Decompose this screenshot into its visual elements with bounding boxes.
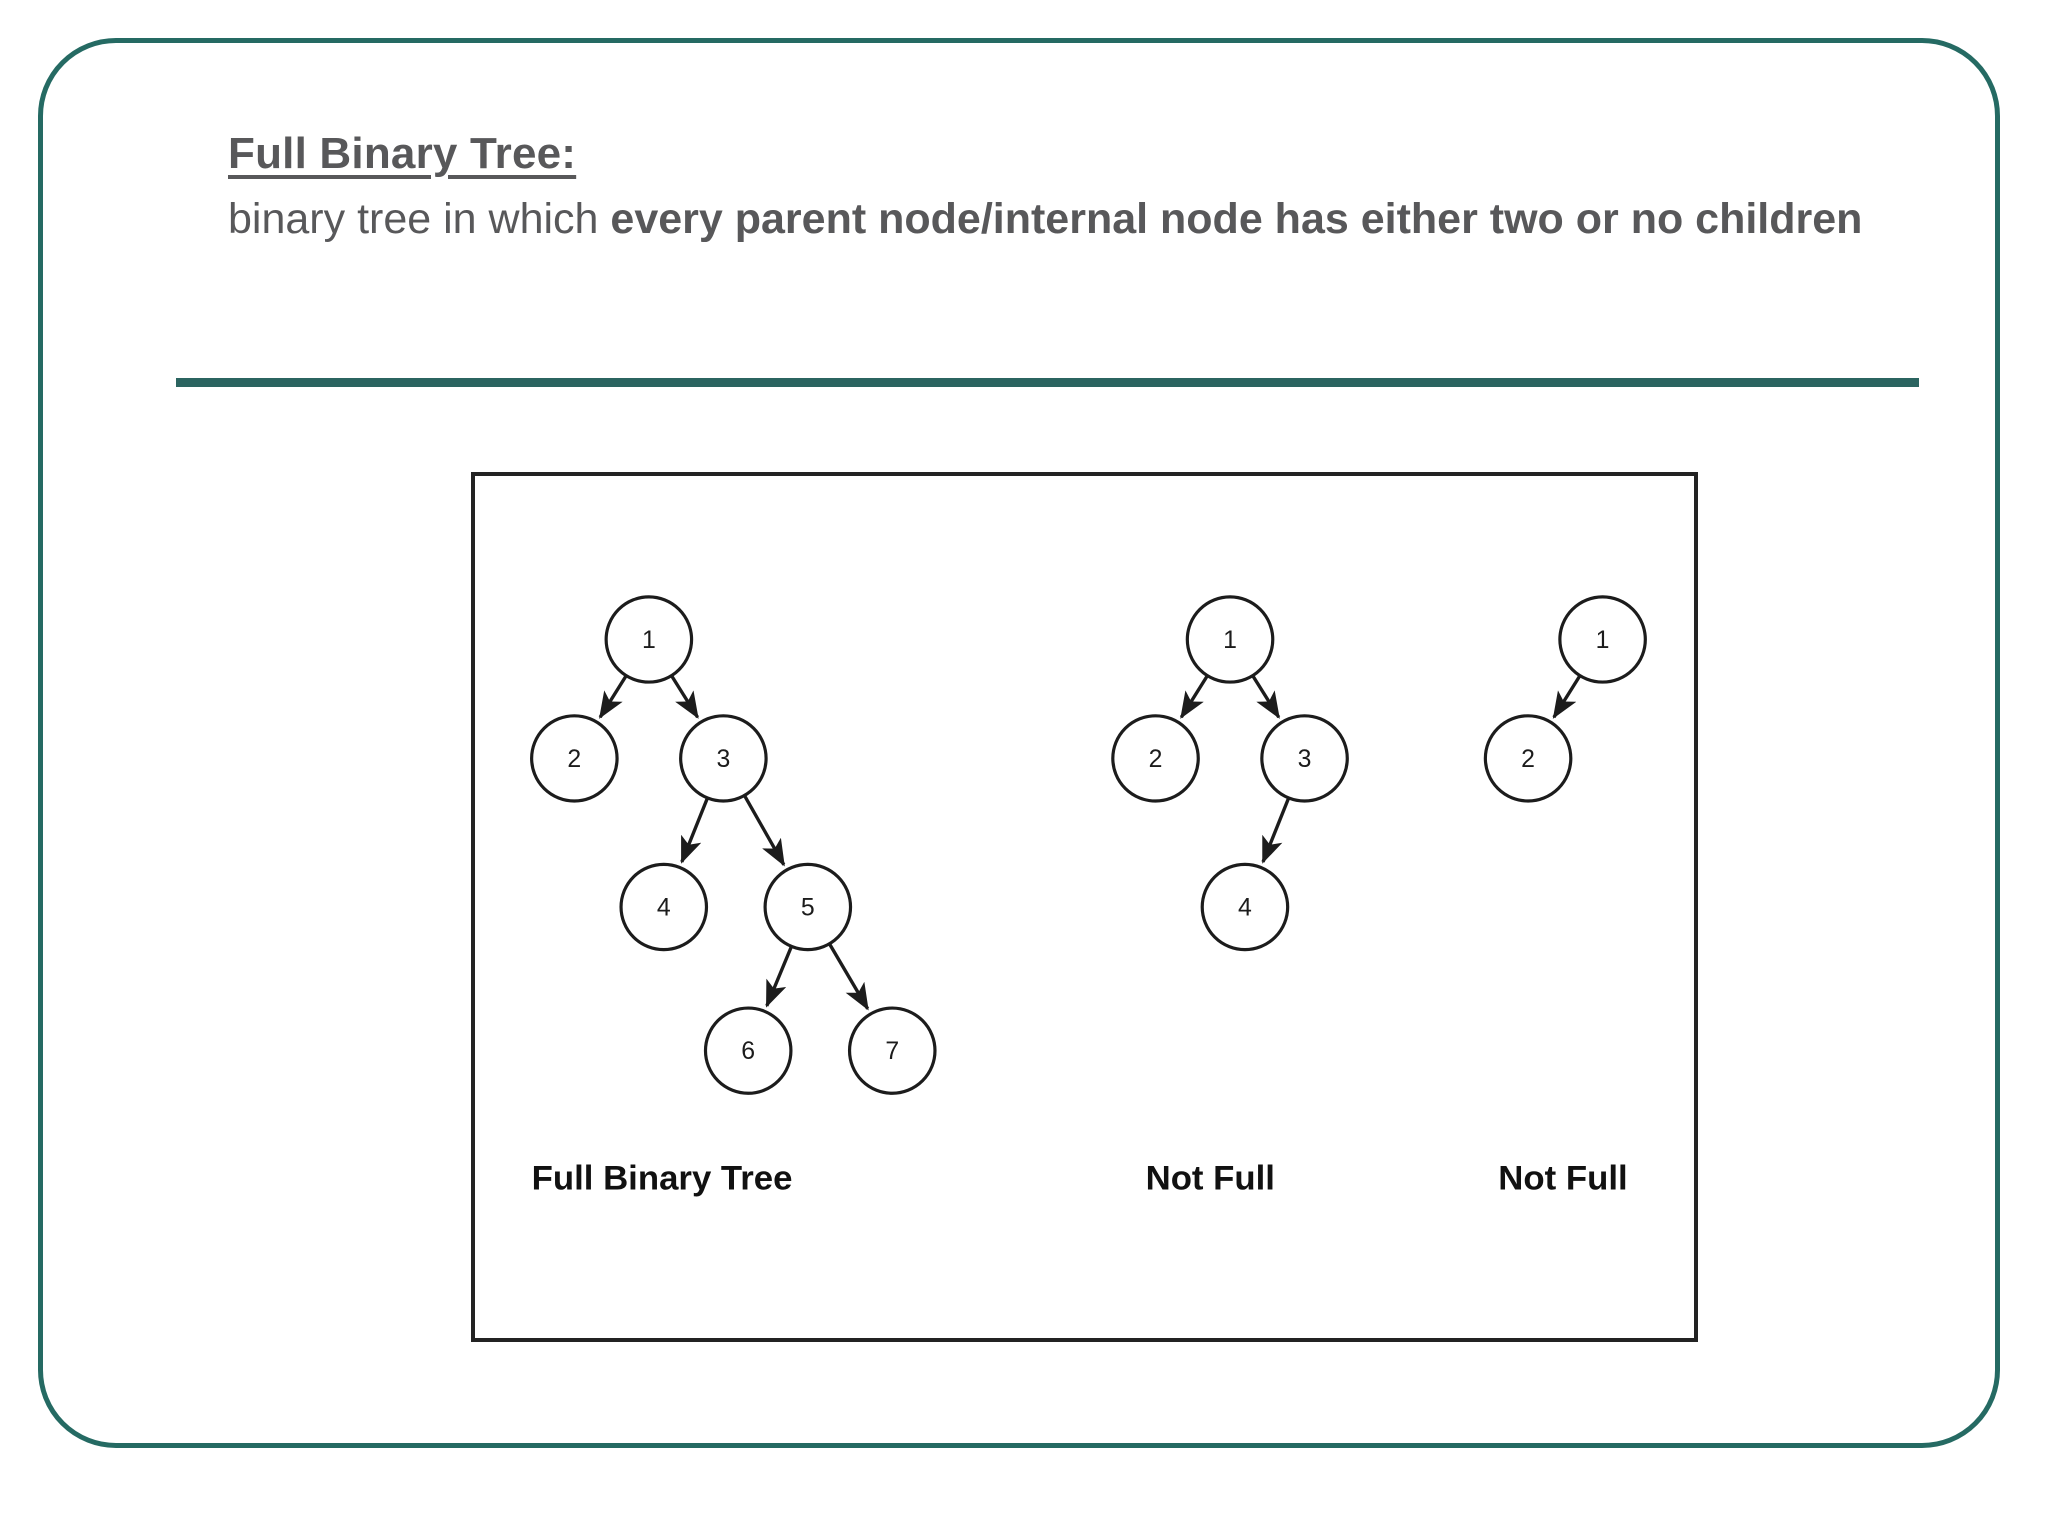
slide-text-block: Full Binary Tree: binary tree in which e… (228, 128, 1868, 247)
caption-full-binary-tree: Full Binary Tree (532, 1159, 793, 1197)
tree-node-label-4: 4 (1238, 895, 1252, 922)
tree-node-label-6: 6 (741, 1038, 755, 1065)
tree-edge-3-4 (680, 797, 710, 864)
tree-not-full-b: 12 (1483, 595, 1647, 803)
tree-node-label-2: 2 (1521, 746, 1535, 773)
tree-node-label-3: 3 (1298, 746, 1312, 773)
tree-edge-1-2 (1179, 674, 1209, 719)
definition-emphasised-text: every parent node/internal node has eith… (610, 194, 1863, 243)
definition-paragraph: binary tree in which every parent node/i… (228, 192, 1868, 247)
tree-node-2 (530, 714, 619, 803)
tree-node-3 (679, 714, 768, 803)
tree-node-label-7: 7 (885, 1038, 899, 1065)
tree-node-4 (619, 862, 709, 952)
tree-node-label-5: 5 (801, 895, 815, 922)
tree-edge-3-5 (742, 794, 786, 867)
caption-not-full-b: Not Full (1498, 1159, 1627, 1197)
tree-node-label-3: 3 (716, 746, 730, 773)
tree-full-binary-tree: 1 2 3 4 5 6 7 (530, 595, 937, 1095)
tree-node-6 (703, 1006, 793, 1095)
tree-edge-5-6 (765, 945, 794, 1008)
tree-node-label-2: 2 (567, 746, 581, 773)
tree-edge-1-3 (670, 674, 700, 719)
tree-edge-1-2 (598, 674, 628, 719)
tree-node-label-1: 1 (1223, 627, 1237, 654)
caption-not-full-a: Not Full (1146, 1159, 1275, 1197)
tree-edge-1-2 (1552, 674, 1582, 719)
tree-node-1 (604, 595, 694, 684)
page-title: Full Binary Tree: (228, 129, 577, 178)
tree-node-label-2: 2 (1149, 746, 1163, 773)
tree-node-2 (1111, 714, 1200, 803)
tree-node-1 (1558, 595, 1647, 684)
section-divider-rule (176, 378, 1919, 387)
tree-edge-5-7 (827, 942, 870, 1011)
tree-node-1 (1185, 595, 1275, 684)
tree-node-2 (1483, 714, 1573, 803)
tree-node-7 (847, 1006, 937, 1095)
tree-node-label-1: 1 (1596, 627, 1610, 654)
tree-edge-1-3 (1251, 674, 1281, 719)
tree-edge-3-4 (1261, 797, 1291, 864)
tree-node-label-4: 4 (657, 895, 671, 922)
tree-node-4 (1200, 862, 1290, 952)
definition-plain-text: binary tree in which (228, 194, 611, 243)
tree-node-5 (763, 862, 853, 952)
tree-node-3 (1260, 714, 1349, 803)
tree-not-full-a: 1 2 3 4 (1111, 595, 1349, 952)
tree-node-label-1: 1 (642, 627, 656, 654)
